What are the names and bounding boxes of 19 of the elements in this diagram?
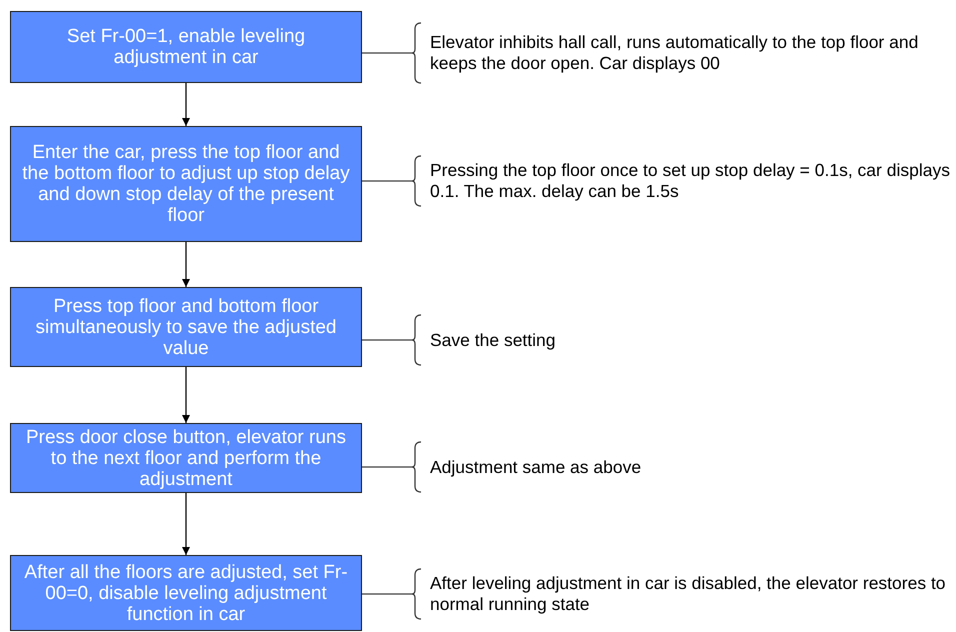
process-box: After all the floors are adjusted, set Fr-00=0, disable leveling adjustment function in car	[10, 555, 362, 631]
arrow	[182, 367, 190, 423]
connector-line	[362, 339, 412, 341]
arrow	[182, 83, 190, 126]
process-box: Set Fr-00=1, enable leveling adjustment in car	[10, 11, 362, 83]
connector-line	[362, 466, 412, 468]
note-text: Elevator inhibits hall call, runs automatically to the top floor and keeps the door open. Car displays 00	[430, 32, 920, 74]
note-text: Adjustment same as above	[430, 456, 642, 478]
arrow	[182, 242, 190, 287]
connector-line	[362, 52, 412, 54]
note-text: Save the setting	[430, 330, 556, 350]
note-text: Pressing the top floor once to set up stop delay = 0.1s, car displays 0.1. The max. delay can be 1.5s	[430, 160, 951, 202]
process-box: Enter the car, press the top floor and the bottom floor to adjust up stop delay and down stop delay of the present floor	[10, 126, 362, 242]
process-box: Press door close button, elevator runs to the next floor and perform the adjustment	[10, 423, 362, 493]
note-text: After leveling adjustment in car is disabled, the elevator restores to normal running state	[430, 573, 947, 615]
connector-line	[362, 593, 412, 595]
arrow	[182, 493, 190, 555]
process-box: Press top floor and bottom floor simultaneously to save the adjusted value	[10, 287, 362, 367]
connector-line	[362, 180, 412, 182]
